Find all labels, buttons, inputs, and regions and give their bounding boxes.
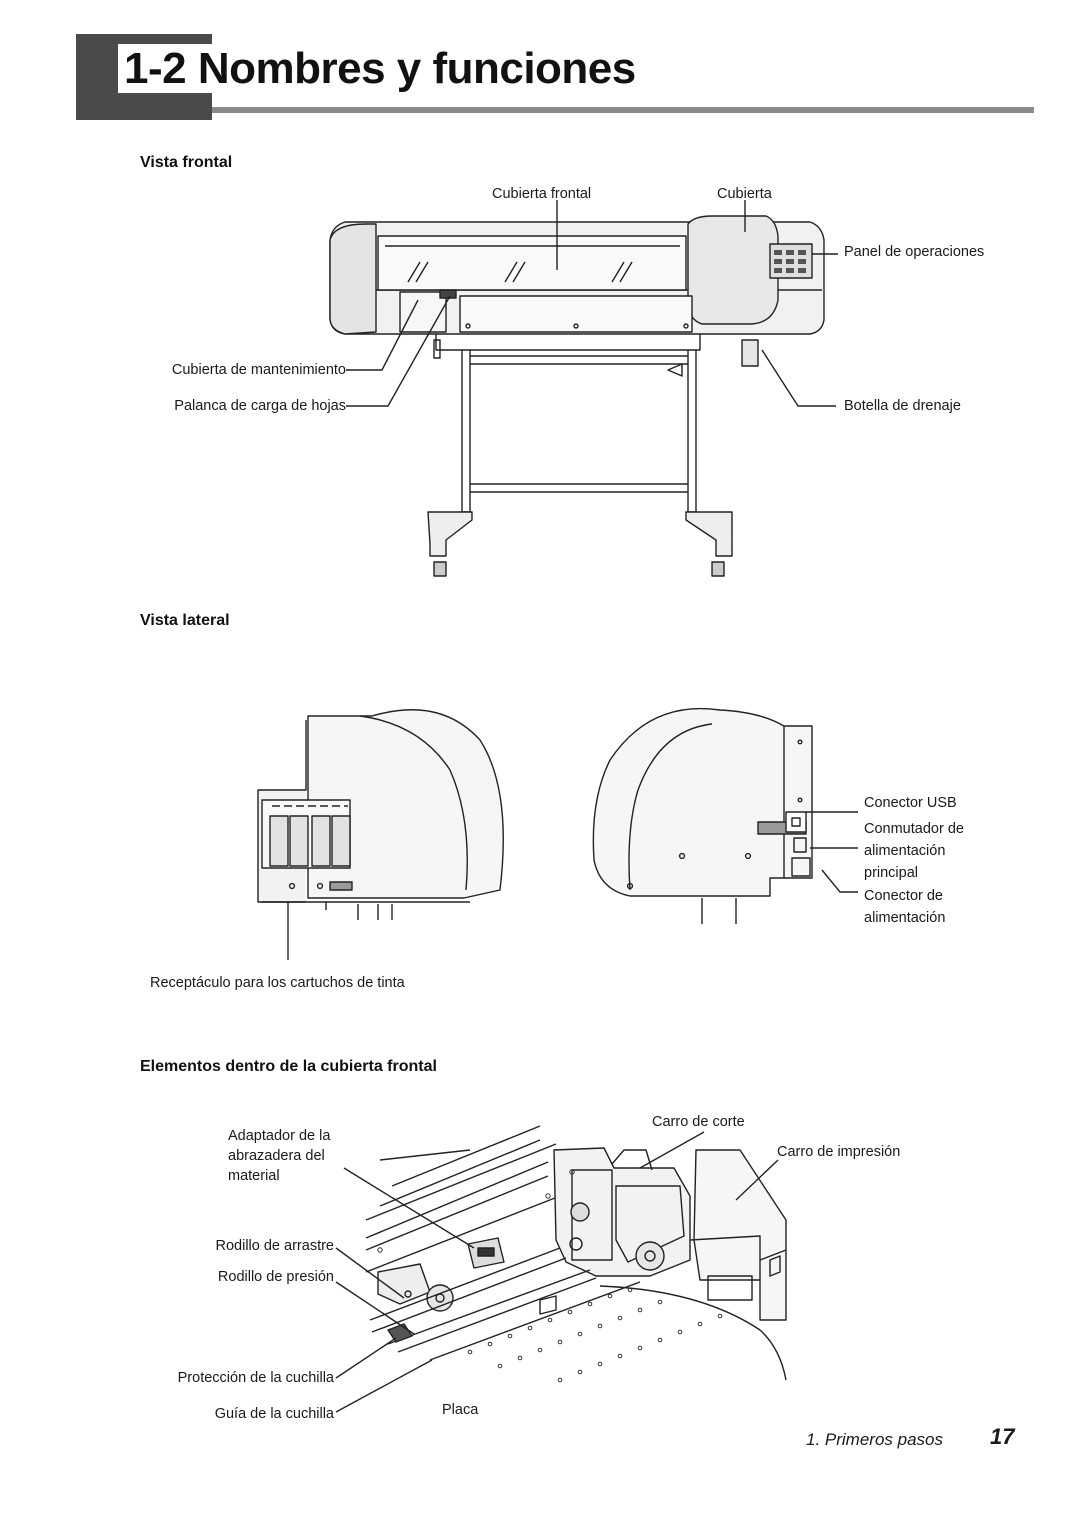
label-cutting-carriage: Carro de corte — [652, 1114, 745, 1130]
front-view-printer-drawing — [329, 215, 825, 577]
label-cover: Cubierta — [717, 186, 772, 202]
page-title-text: 1-2 Nombres y funciones — [118, 44, 642, 93]
label-power-switch-line3: principal — [864, 865, 918, 881]
label-ink-cartridge-receptacle: Receptáculo para los cartuchos de tinta — [150, 975, 405, 991]
label-clamp-adapter-line1: Adaptador de la — [228, 1128, 331, 1144]
inside-cover-drawing — [365, 1125, 787, 1383]
title-underline — [212, 107, 1034, 113]
label-clamp-adapter-line3: material — [228, 1168, 280, 1184]
label-blade-protection: Protección de la cuchilla — [177, 1370, 334, 1386]
label-maintenance-cover: Cubierta de mantenimiento — [171, 362, 346, 378]
label-pinch-roller: Rodillo de presión — [217, 1269, 334, 1285]
footer-chapter: 1. Primeros pasos — [806, 1430, 943, 1449]
front-view-leader-lines — [346, 200, 838, 407]
label-platen: Placa — [442, 1402, 479, 1418]
section-front-view: Vista frontal — [140, 154, 233, 171]
page-number: 17 — [990, 1424, 1015, 1449]
label-drain-bottle: Botella de drenaje — [844, 398, 961, 414]
side-view-left-drawing — [257, 709, 504, 960]
label-operation-panel: Panel de operaciones — [844, 244, 985, 260]
section-side-view: Vista lateral — [140, 612, 230, 629]
side-view-right-drawing — [592, 707, 813, 924]
label-usb-connector: Conector USB — [864, 795, 957, 811]
page-title: 1-2 Nombres y funciones — [118, 44, 642, 94]
label-blade-guide: Guía de la cuchilla — [214, 1406, 334, 1422]
label-power-connector-line1: Conector de — [864, 888, 943, 904]
section-inside-cover: Elementos dentro de la cubierta frontal — [140, 1058, 437, 1075]
label-sheet-loading-lever: Palanca de carga de hojas — [174, 398, 346, 414]
label-power-connector-line2: alimentación — [864, 910, 946, 926]
label-clamp-adapter-line2: abrazadera del — [228, 1148, 325, 1164]
label-grit-roller: Rodillo de arrastre — [215, 1238, 334, 1254]
label-print-carriage: Carro de impresión — [777, 1144, 901, 1160]
label-power-switch-line1: Conmutador de — [864, 821, 964, 837]
label-power-switch-line2: alimentación — [864, 843, 946, 859]
label-front-cover: Cubierta frontal — [492, 186, 592, 202]
side-view-leader-lines — [806, 811, 858, 893]
inside-cover-leader-lines — [335, 1131, 779, 1413]
